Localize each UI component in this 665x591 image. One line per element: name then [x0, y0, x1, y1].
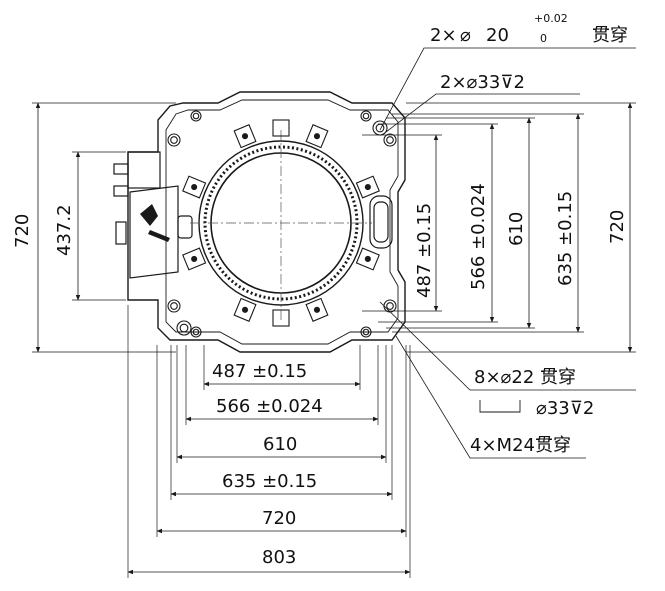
dim-h-610: 610 — [176, 434, 387, 460]
bolt-lug — [233, 124, 257, 149]
bolt-lugs — [182, 119, 380, 327]
dim-h-803: 803 — [127, 547, 411, 575]
mounting-hole — [176, 320, 192, 336]
callout-bore20: 2× ⌀ 20 +0.02 0 贯穿 — [430, 12, 628, 46]
bolt-lug — [182, 247, 207, 271]
callout-m24: 4×M24贯穿 — [470, 435, 571, 456]
mounting-hole — [383, 299, 397, 313]
dim-h-720-text: 720 — [262, 508, 296, 529]
dim-v-487-text: 487 ±0.15 — [414, 203, 435, 298]
dim-h-566: 566 ±0.024 — [185, 396, 379, 422]
dim-h-566-text: 566 ±0.024 — [216, 396, 323, 417]
bolt-lug — [355, 175, 380, 199]
dim-v-437: 437.2 — [54, 151, 81, 301]
dim-v-720-left-text: 720 — [12, 214, 33, 248]
side-slot — [369, 195, 393, 249]
dim-v-635-text: 635 ±0.15 — [555, 191, 576, 286]
diameter-symbol-icon: ⌀ — [460, 25, 471, 46]
mounting-hole-inner — [170, 136, 178, 144]
mounting-hole-inner — [170, 302, 178, 310]
plate-inner-outline — [165, 99, 399, 345]
mounting-hole — [190, 326, 202, 338]
connector-3 — [115, 221, 127, 245]
dim-h-803-text: 803 — [262, 547, 296, 568]
mounting-hole-inner — [179, 323, 189, 333]
mounting-hole-inner — [362, 328, 370, 336]
mounting-holes — [167, 110, 397, 338]
callout-bore20-size: 20 — [486, 25, 509, 46]
dim-v-566-text: 566 ±0.024 — [468, 183, 489, 290]
callout-bore20-count: 2× — [430, 25, 457, 46]
mounting-hole — [360, 326, 372, 338]
dim-h-487-text: 487 ±0.15 — [212, 361, 307, 382]
leader-m24 — [395, 335, 586, 459]
extension-lines-horizontal — [362, 102, 636, 353]
center-lines — [190, 130, 372, 320]
dim-v-437-text: 437.2 — [54, 204, 75, 256]
mounting-hole — [360, 110, 372, 122]
leader-bore33-top — [385, 93, 580, 133]
brand-logo-icon — [140, 204, 170, 242]
bolt-lug — [305, 297, 329, 322]
bolt-lug — [182, 175, 207, 199]
side-housing — [113, 151, 193, 279]
dim-v-610: 610 — [506, 117, 532, 329]
callout-counterbore: ⌀33⊽2 — [536, 398, 594, 419]
callout-bore20-tol-lower: 0 — [540, 32, 547, 45]
dim-h-635-text: 635 ±0.15 — [222, 471, 317, 492]
mounting-hole-inner — [386, 302, 394, 310]
leader-hole22 — [379, 301, 636, 391]
dim-v-635: 635 ±0.15 — [555, 113, 581, 333]
mounting-hole — [372, 120, 388, 136]
connector-box-top — [127, 151, 161, 189]
dim-v-720-left: 720 — [12, 102, 41, 353]
dim-v-610-text: 610 — [506, 212, 527, 246]
bolt-lug — [305, 124, 329, 149]
callout-bore20-tol-upper: +0.02 — [534, 12, 568, 25]
bolt-lug — [233, 297, 257, 322]
connector-2 — [113, 185, 129, 197]
dim-h-635: 635 ±0.15 — [170, 471, 393, 497]
bolt-lug — [272, 119, 290, 137]
dim-v-720-right-text: 720 — [607, 210, 628, 244]
mounting-hole — [383, 133, 397, 147]
dim-v-720-right: 720 — [607, 102, 633, 353]
mounting-hole — [190, 110, 202, 122]
mounting-hole-inner — [192, 328, 200, 336]
mounting-hole-inner — [362, 112, 370, 120]
leader-bore20 — [379, 47, 636, 131]
callout-bore20-through: 贯穿 — [592, 25, 628, 46]
mounting-hole-inner — [386, 136, 394, 144]
counterbore-symbol-icon — [479, 400, 521, 413]
mounting-hole — [167, 133, 181, 147]
bolt-lug — [355, 247, 380, 271]
dim-h-610-text: 610 — [263, 434, 297, 455]
side-knob — [177, 215, 193, 239]
connector-1 — [113, 163, 129, 175]
dim-v-487: 487 ±0.15 — [414, 134, 439, 312]
logo-plate — [129, 185, 179, 279]
dim-h-720: 720 — [156, 508, 407, 534]
mounting-hole-inner — [192, 112, 200, 120]
bolt-lug — [272, 309, 290, 327]
dim-v-566: 566 ±0.024 — [468, 123, 495, 323]
callout-bore33-top: 2×⌀33⊽2 — [440, 72, 525, 93]
leader-lines — [379, 47, 636, 459]
extension-lines-left — [32, 102, 176, 353]
dim-h-487: 487 ±0.15 — [203, 361, 361, 387]
callout-hole22: 8×⌀22 贯穿 — [474, 367, 576, 388]
mounting-hole — [167, 299, 181, 313]
